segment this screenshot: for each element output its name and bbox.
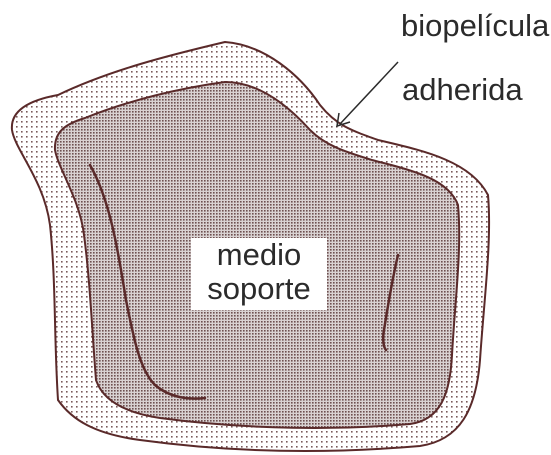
leader-line xyxy=(340,62,398,124)
label-soporte: soporte xyxy=(191,272,327,306)
label-biopelicula: biopelícula xyxy=(401,10,549,41)
label-adherida: adherida xyxy=(402,74,523,105)
label-medio: medio xyxy=(191,238,327,272)
center-label-box: medio soporte xyxy=(191,238,327,310)
